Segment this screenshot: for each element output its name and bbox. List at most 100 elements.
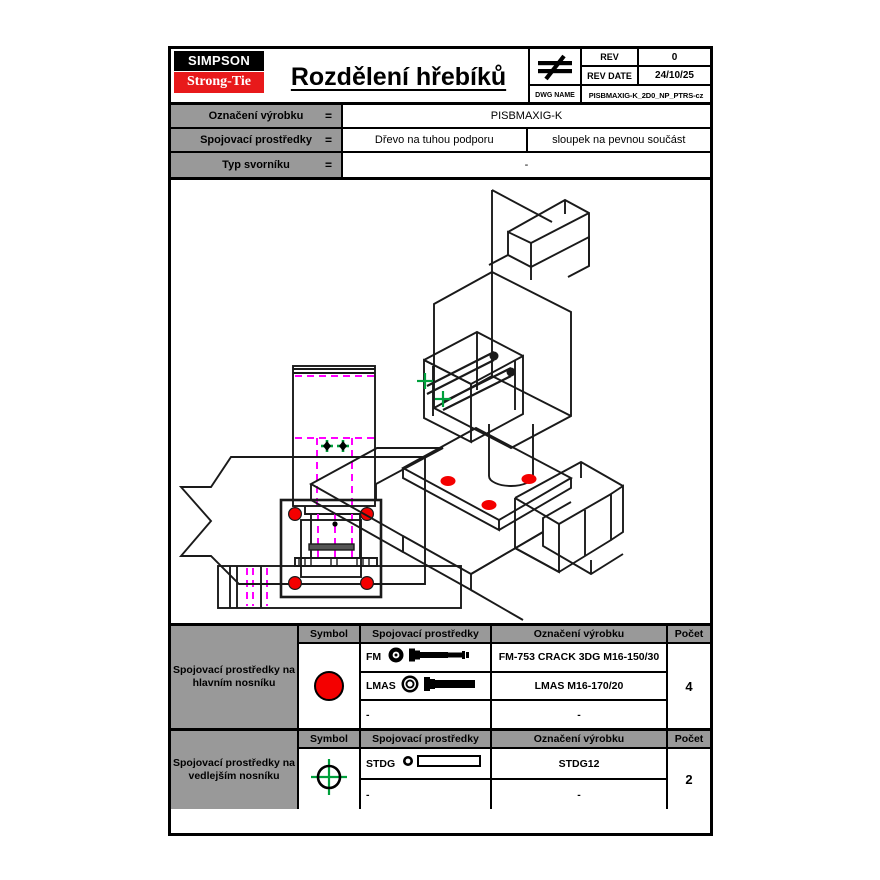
page-title: Rozdělení hřebíků — [266, 49, 531, 105]
rev-date-value: 24/10/25 — [655, 70, 694, 81]
table-row: FM — [361, 644, 668, 673]
legend-title: Spojovací prostředky na vedlejším nosník… — [171, 731, 299, 809]
revision-date-row: REV DATE 24/10/25 — [582, 67, 710, 86]
hidden-lines-magenta — [246, 375, 374, 606]
fixing-label: STDG — [366, 757, 396, 770]
green-crosshair-symbol — [309, 757, 349, 802]
isometric-view — [309, 189, 624, 621]
legend-rows: STDG STDG12 — [361, 749, 668, 809]
designation-cell: STDG12 — [492, 749, 668, 778]
info-row-designation: Označení výrobku = PISBMAXIG-K — [171, 105, 710, 129]
table-row: - - — [361, 780, 668, 809]
count-cell: 2 — [668, 749, 710, 809]
rev-label: REV — [582, 49, 639, 65]
fixing-label: - — [366, 788, 370, 801]
legend-title: Spojovací prostředky na hlavním nosníku — [171, 626, 299, 728]
red-dot-symbol — [314, 671, 344, 701]
designation-cell: - — [492, 780, 668, 809]
designation-text: - — [577, 708, 581, 721]
fastener-cross-marks-elevation — [321, 440, 349, 527]
table-row: STDG STDG12 — [361, 749, 668, 780]
designation-cell: - — [492, 701, 668, 729]
info-value-cell-left: Dřevo na tuhou podporu — [343, 129, 528, 151]
dwg-name-label: DWG NAME — [530, 86, 582, 105]
ring-bolt-icon — [400, 675, 480, 698]
designation-text: - — [577, 788, 581, 801]
dwg-name-row: DWG NAME PISBMAXIG-K_2D0_NP_PTRS-cz — [530, 86, 710, 105]
designation-cell: LMAS M16-170/20 — [492, 672, 668, 700]
info-row-bolt-type: Typ svorníku = - — [171, 153, 710, 177]
legend-body: STDG STDG12 — [299, 749, 710, 809]
info-value-cell: - — [524, 159, 529, 171]
info-value-cell-right: sloupek na pevnou součást — [552, 134, 686, 146]
drawing-canvas — [171, 180, 710, 626]
header-designation: Označení výrobku — [492, 626, 668, 642]
revision-row: REV 0 — [582, 49, 710, 67]
rev-value: 0 — [671, 51, 678, 63]
product-info-table: Označení výrobku = PISBMAXIG-K Spojovací… — [171, 105, 710, 180]
legend-header-row: Symbol Spojovací prostředky Označení výr… — [299, 731, 710, 749]
equals-sign: = — [324, 109, 332, 123]
info-label-cell: Typ svorníku = — [171, 153, 343, 177]
revision-block: REV 0 REV DATE 24/10/25 DWG NAME PISBMAX… — [528, 49, 710, 105]
info-label-text: Spojovací prostředky — [200, 134, 312, 146]
page-title-text: Rozdělení hřebíků — [290, 62, 507, 91]
legend-body: FM — [299, 644, 710, 729]
dwg-name-value: PISBMAXIG-K_2D0_NP_PTRS-cz — [588, 91, 704, 100]
fixing-label: FM — [366, 651, 382, 664]
info-value-cell: PISBMAXIG-K — [490, 110, 563, 122]
not-equal-icon — [530, 49, 582, 86]
fixing-cell: - — [361, 701, 492, 729]
legend-rows: FM — [361, 644, 668, 729]
header-designation: Označení výrobku — [492, 731, 668, 747]
legend-secondary-beam: Spojovací prostředky na vedlejším nosník… — [171, 731, 710, 809]
count-value: 2 — [685, 771, 693, 787]
info-label-cell: Spojovací prostředky = — [171, 129, 343, 151]
dowel-icon — [401, 754, 483, 773]
cad-drawing — [178, 189, 624, 621]
info-label-text: Typ svorníku — [222, 159, 290, 171]
equals-sign: = — [324, 158, 332, 172]
designation-text: STDG12 — [558, 757, 600, 770]
header-symbol: Symbol — [299, 626, 361, 642]
logo-strongtie-text: Strong-Tie — [174, 72, 264, 93]
header-count: Počet — [674, 733, 704, 745]
fastener-dots-iso — [440, 474, 537, 510]
count-value: 4 — [685, 678, 693, 694]
equals-sign: = — [324, 133, 332, 147]
designation-cell: FM-753 CRACK 3DG M16-150/30 — [492, 644, 668, 671]
header-symbol: Symbol — [299, 731, 361, 747]
table-row: - - — [361, 701, 668, 729]
simpson-strong-tie-logo: SIMPSON Strong-Tie — [174, 51, 264, 101]
info-label-text: Označení výrobku — [208, 110, 304, 122]
drawing-sheet: SIMPSON Strong-Tie Rozdělení hřebíků REV… — [168, 46, 713, 836]
legend-content: Symbol Spojovací prostředky Označení výr… — [299, 626, 710, 729]
legend-main-beam: Spojovací prostředky na hlavním nosníku … — [171, 626, 710, 731]
logo-simpson-text: SIMPSON — [174, 51, 264, 71]
rev-date-label: REV DATE — [582, 67, 639, 84]
symbol-cell-red-dot — [299, 644, 361, 728]
info-row-fixings: Spojovací prostředky = Dřevo na tuhou po… — [171, 129, 710, 153]
fixing-cell: STDG — [361, 749, 492, 778]
hex-bolt-icon — [387, 647, 473, 668]
fixing-cell: FM — [361, 644, 492, 671]
designation-text: LMAS M16-170/20 — [534, 680, 624, 692]
fixing-cell: LMAS — [361, 672, 492, 700]
legend-header-row: Symbol Spojovací prostředky Označení výr… — [299, 626, 710, 644]
header-count: Počet — [674, 628, 704, 640]
fixing-label: - — [366, 708, 370, 721]
count-cell: 4 — [668, 644, 710, 728]
legend-content: Symbol Spojovací prostředky Označení výr… — [299, 731, 710, 809]
table-row: LMAS — [361, 672, 668, 702]
header-fixing: Spojovací prostředky — [361, 731, 492, 747]
designation-text: FM-753 CRACK 3DG M16-150/30 — [498, 651, 660, 664]
fixing-label: LMAS — [366, 680, 396, 692]
header-fixing: Spojovací prostředky — [361, 626, 492, 642]
fastener-dots-plan — [287, 507, 375, 591]
plan-view — [178, 456, 426, 599]
fastener-cross-marks-iso — [417, 373, 451, 407]
symbol-cell-crosshair — [299, 749, 361, 809]
title-block: SIMPSON Strong-Tie Rozdělení hřebíků REV… — [171, 49, 710, 105]
info-label-cell: Označení výrobku = — [171, 105, 343, 127]
fixing-cell: - — [361, 780, 492, 809]
